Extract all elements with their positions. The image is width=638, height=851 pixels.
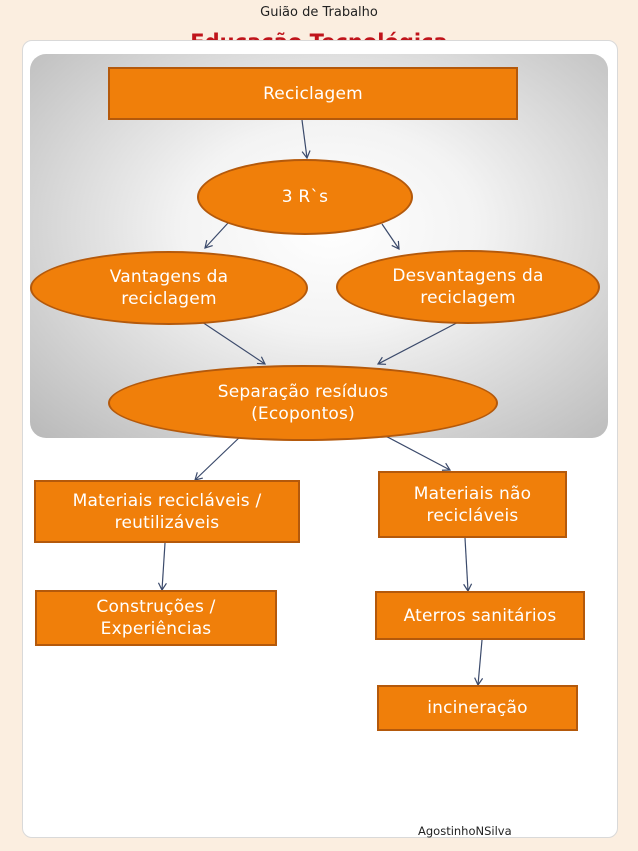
document-subtitle: Guião de Trabalho	[260, 5, 378, 20]
node-construcoes: Construções / Experiências	[35, 590, 277, 646]
node-aterros: Aterros sanitários	[375, 591, 585, 640]
arrow-reciclaveis-to-construcoes	[157, 542, 167, 592]
arrow-aterros-to-incineracao	[474, 639, 484, 687]
node-3-rs: 3 R`s	[197, 159, 413, 235]
node-reciclaveis: Materiais recicláveis / reutilizáveis	[34, 480, 300, 543]
node-incineracao: incineração	[377, 685, 578, 731]
author-footer: AgostinhoNSilva	[418, 824, 512, 838]
arrow-vantagens-to-separacao	[195, 317, 267, 365]
arrow-reciclagem-to-3rs	[301, 119, 311, 160]
arrow-separacao-to-nao-reciclaveis	[379, 432, 452, 471]
arrow-3rs-to-vantagens	[204, 222, 229, 249]
node-separacao: Separação resíduos (Ecopontos)	[108, 365, 498, 441]
node-vantagens: Vantagens da reciclagem	[30, 251, 308, 325]
node-reciclagem: Reciclagem	[108, 67, 518, 120]
arrow-nao-reciclaveis-to-aterros	[463, 537, 473, 593]
arrow-3rs-to-desvantagens	[381, 223, 400, 251]
node-desvantagens: Desvantagens da reciclagem	[336, 250, 600, 324]
arrow-desvantagens-to-separacao	[376, 315, 471, 365]
arrow-separacao-to-reciclaveis	[194, 434, 243, 481]
node-nao-reciclaveis: Materiais não recicláveis	[378, 471, 567, 538]
